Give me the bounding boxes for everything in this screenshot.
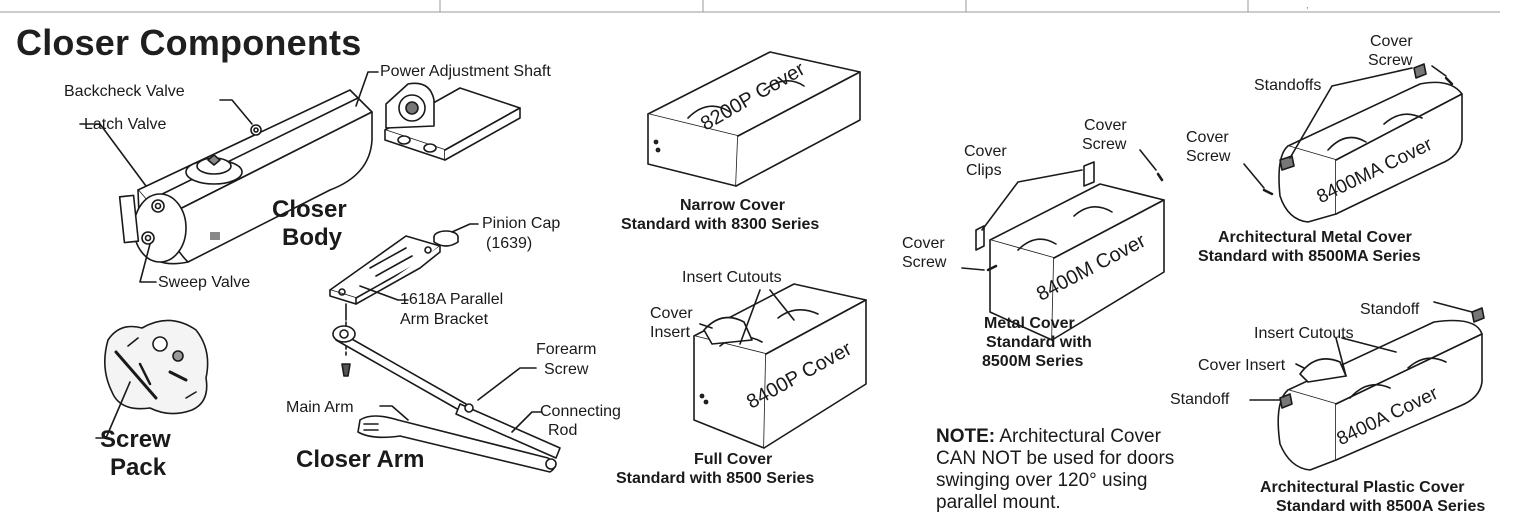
arch-plastic-caption-line1: Architectural Plastic Cover — [1260, 479, 1465, 496]
closer-arm-label: Closer Arm — [296, 446, 425, 473]
full-insert-cutouts-leader — [739, 289, 795, 345]
backcheck-leader — [219, 99, 253, 125]
cover-clips-leader — [981, 169, 1083, 231]
metal-cover-caption-line3: 8500M Series — [982, 353, 1084, 370]
plastic-standoff-left-label: Standoff — [1170, 391, 1230, 408]
full-cover-caption-line2: Standard with 8500 Series — [616, 470, 815, 487]
plastic-standoff-top-leader — [1433, 301, 1473, 313]
closer-body-label-line1: Closer — [272, 196, 347, 223]
connecting-rod-label-line1: Connecting — [540, 403, 621, 420]
metal-cover-caption-line1: Metal Cover — [984, 315, 1075, 332]
arch-plastic-caption-line2: Standard with 8500A Series — [1276, 498, 1486, 515]
narrow-cover-caption-line1: Narrow Cover — [680, 197, 785, 214]
latch-leader — [79, 123, 147, 187]
full-cover-insert-label-line1: Cover — [650, 305, 693, 322]
metal-screw-left-leader — [961, 267, 985, 271]
plastic-insert-cutouts-leader — [1335, 337, 1397, 377]
cover-clips-label-line2: Clips — [966, 162, 1002, 179]
svg-text:,: , — [1306, 0, 1309, 10]
screw-pack-label-line1: Screw — [100, 426, 171, 453]
forearm-screw-leader — [477, 367, 537, 401]
forearm-screw-label-line1: Forearm — [536, 341, 597, 358]
page-title: Closer Components — [16, 22, 362, 63]
power-shaft-leader — [355, 71, 379, 107]
ma-cover-screw-left-label-line2: Screw — [1186, 148, 1231, 165]
metal-cover-screw-left-label-line2: Screw — [902, 254, 947, 271]
ma-cover-screw-left-label-line1: Cover — [1186, 129, 1229, 146]
closer-body-label-line2: Body — [282, 224, 342, 251]
connecting-rod-leader — [511, 411, 543, 433]
pinion-cap-label-line1: Pinion Cap — [482, 215, 561, 232]
power-adjustment-shaft-label: Power Adjustment Shaft — [380, 63, 551, 80]
metal-cover-screw-right-label-line1: Cover — [1084, 117, 1127, 134]
ma-cover-screw-top-label-line2: Screw — [1368, 52, 1413, 69]
closer-body-drawing — [118, 89, 373, 265]
arch-plastic-cover-drawing — [1277, 307, 1485, 471]
narrow-cover-caption-line2: Standard with 8300 Series — [621, 216, 820, 233]
connecting-rod-label-line2: Rod — [548, 422, 578, 439]
screw-pack-label-line2: Pack — [110, 454, 167, 481]
pinion-cap-label-line2: (1639) — [486, 235, 533, 252]
cover-clips-label-line1: Cover — [964, 143, 1007, 160]
main-arm-label: Main Arm — [286, 399, 354, 416]
screw-pack-drawing — [104, 319, 209, 415]
ma-screw-left-leader — [1243, 163, 1265, 189]
full-cover-caption-line1: Full Cover — [694, 451, 773, 468]
plastic-standoff-top-label: Standoff — [1360, 301, 1420, 318]
metal-cover-caption-line2: Standard with — [986, 334, 1092, 351]
power-shaft-drawing — [384, 82, 521, 161]
narrow-cover-drawing — [647, 51, 861, 187]
bracket-leader — [359, 285, 409, 301]
full-cover-insert-label-line2: Insert — [650, 324, 691, 341]
plastic-cover-insert-label: Cover Insert — [1198, 357, 1286, 374]
plastic-cover-insert-leader — [1295, 363, 1305, 369]
bracket-label-line2: Arm Bracket — [400, 311, 489, 328]
main-arm-leader — [379, 405, 409, 421]
pinion-cap-leader — [451, 223, 479, 233]
bracket-label-line1: 1618A Parallel — [400, 291, 504, 308]
parallel-mount-note: NOTE: Architectural Cover CAN NOT be use… — [936, 426, 1186, 514]
forearm-screw-label-line2: Screw — [544, 361, 589, 378]
sweep-valve-label: Sweep Valve — [158, 274, 251, 291]
standoffs-leader — [1289, 67, 1413, 159]
metal-cover-drawing — [975, 161, 1165, 341]
arch-metal-caption-line1: Architectural Metal Cover — [1218, 229, 1412, 246]
full-cover-insert-leader — [699, 323, 713, 329]
top-rule: , — [0, 0, 1500, 13]
metal-cover-screw-left-label-line1: Cover — [902, 235, 945, 252]
latch-valve-label: Latch Valve — [84, 116, 167, 133]
full-insert-cutouts-label: Insert Cutouts — [682, 269, 782, 286]
standoffs-label: Standoffs — [1254, 77, 1322, 94]
arch-metal-caption-line2: Standard with 8500MA Series — [1198, 248, 1421, 265]
ma-screw-top-leader — [1431, 65, 1447, 77]
ma-cover-screw-top-label-line1: Cover — [1370, 33, 1413, 50]
closer-arm-drawing — [329, 230, 561, 473]
full-cover-drawing — [693, 283, 867, 449]
screw-pack-leader — [95, 381, 131, 439]
metal-cover-screw-right-label-line2: Screw — [1082, 136, 1127, 153]
arch-metal-cover-drawing — [1262, 63, 1463, 223]
backcheck-valve-label: Backcheck Valve — [64, 83, 185, 100]
note-label: NOTE: — [936, 426, 996, 447]
sweep-leader — [139, 243, 157, 283]
metal-screw-right-leader — [1139, 149, 1157, 171]
note-text: Architectural Cover CAN NOT be used for … — [936, 426, 1175, 513]
plastic-insert-cutouts-label: Insert Cutouts — [1254, 325, 1354, 342]
